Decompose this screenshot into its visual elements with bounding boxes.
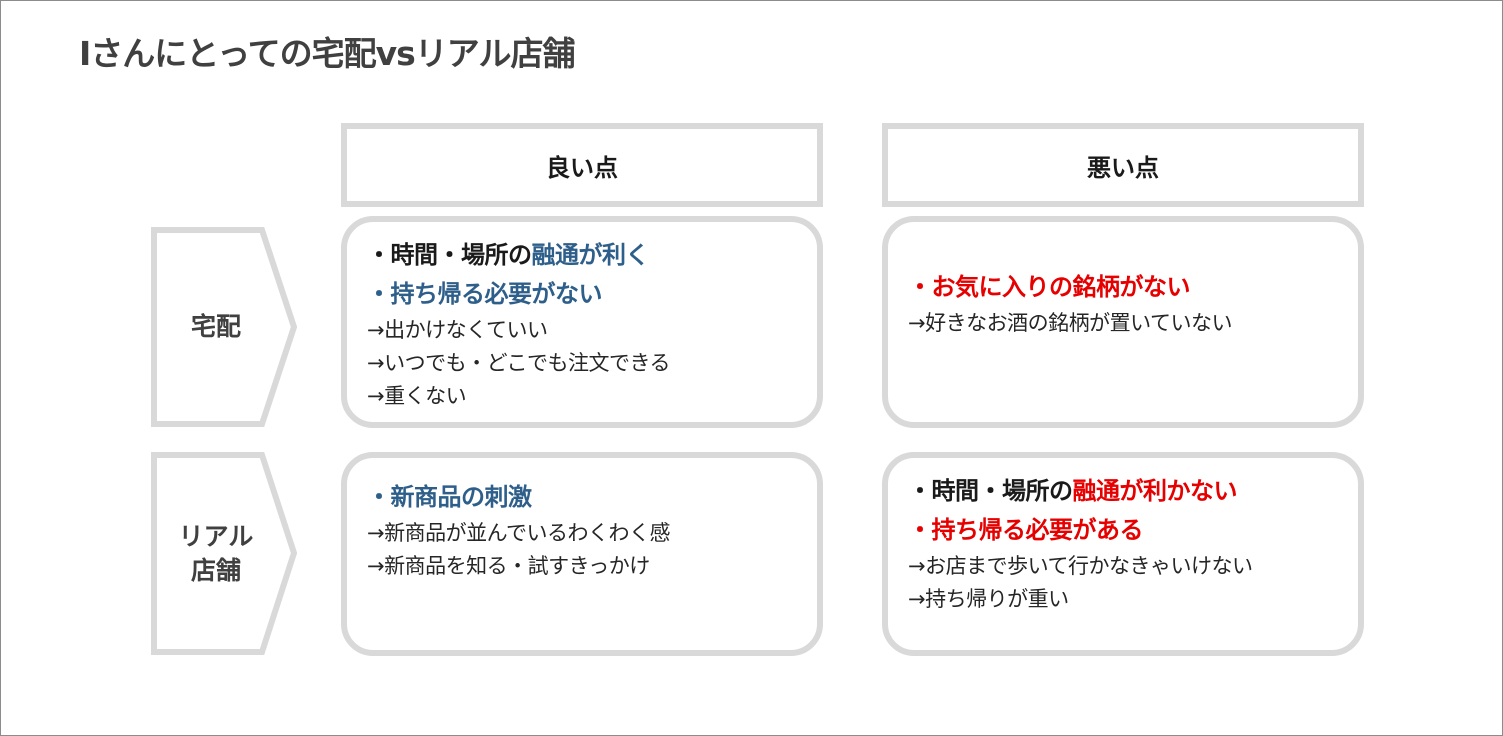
cell-delivery-good: ・時間・場所の融通が利く ・持ち帰る必要がない →出かけなくていい →いつでも・… [341,216,823,428]
point-text: ・時間・場所の [908,477,1073,505]
detail-item: →新商品を知る・試すきっかけ [367,554,650,578]
row-label-store: リアル 店舗 [151,452,297,655]
point-item: ・持ち帰る必要がない [367,280,603,308]
row-label-text: 宅配 [151,227,281,427]
cell-delivery-bad: ・お気に入りの銘柄がない →好きなお酒の銘柄が置いていない [882,216,1364,428]
point-highlight: 融通が利かない [1072,477,1238,505]
row-label-delivery: 宅配 [151,227,297,427]
cell-store-bad: ・時間・場所の融通が利かない ・持ち帰る必要がある →お店まで歩いて行かなきゃい… [882,452,1364,656]
column-header-good: 良い点 [341,123,823,207]
point-item: ・お気に入りの銘柄がない [908,273,1191,301]
row-label-line: 宅配 [190,312,241,342]
row-label-line: リアル [178,521,254,551]
detail-item: →重くない [367,384,467,408]
chevron-shape [151,227,297,427]
point-item: ・持ち帰る必要がある [908,516,1144,544]
slide-title: Iさんにとっての宅配vsリアル店舗 [79,34,575,73]
chevron-shape [151,452,297,655]
detail-item: →新商品が並んでいるわくわく感 [367,521,671,545]
point-item: ・時間・場所の融通が利く [367,236,797,275]
point-text: ・時間・場所の [367,241,532,269]
point-highlight: 融通が利く [531,241,650,269]
point-item: ・新商品の刺激 [367,483,532,511]
detail-item: →いつでも・どこでも注文できる [367,351,671,375]
row-label-text: リアル 店舗 [151,452,281,655]
detail-item: →好きなお酒の銘柄が置いていない [908,311,1232,335]
detail-item: →出かけなくていい [367,318,548,342]
column-header-bad: 悪い点 [882,123,1364,207]
detail-item: →お店まで歩いて行かなきゃいけない [908,554,1253,578]
detail-item: →持ち帰りが重い [908,587,1069,611]
cell-store-good: ・新商品の刺激 →新商品が並んでいるわくわく感 →新商品を知る・試すきっかけ [341,452,823,656]
point-item: ・時間・場所の融通が利かない [908,472,1338,511]
row-label-line: 店舗 [190,555,241,585]
